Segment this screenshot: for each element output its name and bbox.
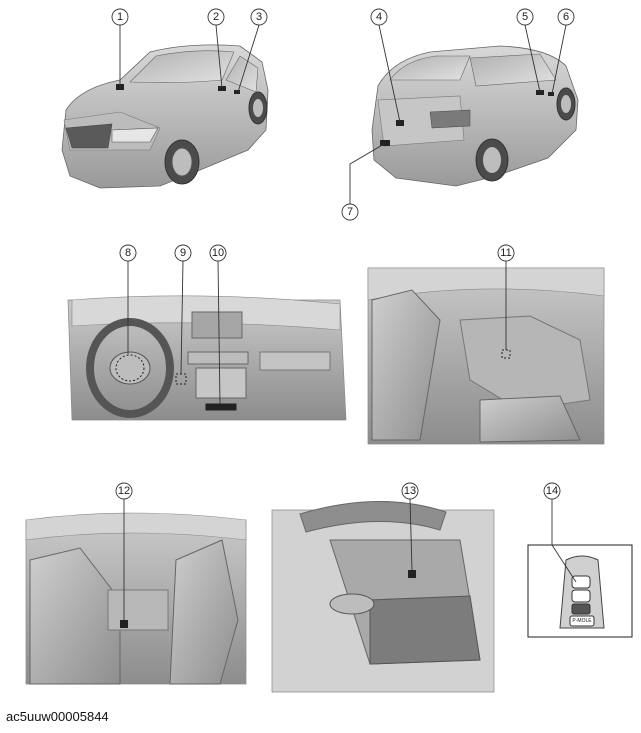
callout-6-label: 6 — [563, 11, 569, 23]
callout-3-label: 3 — [256, 11, 262, 23]
key-fob-label: P-MOLE — [572, 618, 592, 624]
figure-reference-code: ac5uuw00005844 — [6, 709, 109, 724]
key-fob-panel: P-MOLE — [527, 544, 633, 638]
dashboard-view — [67, 295, 347, 421]
callout-3: 3 — [250, 8, 268, 26]
callout-7: 7 — [341, 203, 359, 221]
callout-1-label: 1 — [117, 11, 123, 23]
callout-2-label: 2 — [213, 11, 219, 23]
front-interior-view — [367, 267, 605, 445]
callout-8: 8 — [119, 244, 137, 262]
cargo-area-view — [271, 500, 495, 693]
callout-6: 6 — [557, 8, 575, 26]
callout-7-label: 7 — [347, 206, 353, 218]
callout-9: 9 — [174, 244, 192, 262]
callout-11: 11 — [497, 244, 515, 262]
callout-13: 13 — [401, 482, 419, 500]
callout-9-label: 9 — [180, 247, 186, 259]
callout-5: 5 — [516, 8, 534, 26]
callout-4: 4 — [370, 8, 388, 26]
callout-2: 2 — [207, 8, 225, 26]
callout-1: 1 — [111, 8, 129, 26]
rear-car-view — [371, 45, 579, 187]
rear-seat-view — [25, 512, 247, 685]
callout-12: 12 — [115, 482, 133, 500]
callout-10-label: 10 — [212, 247, 224, 259]
callout-14-label: 14 — [546, 485, 558, 497]
front-car-view — [61, 44, 269, 189]
callout-12-label: 12 — [118, 485, 130, 497]
callout-4-label: 4 — [376, 11, 382, 23]
callout-11-label: 11 — [500, 247, 511, 259]
callout-8-label: 8 — [125, 247, 131, 259]
callout-14: 14 — [543, 482, 561, 500]
callout-5-label: 5 — [522, 11, 528, 23]
leader-lines — [119, 24, 577, 620]
callout-10: 10 — [209, 244, 227, 262]
callout-13-label: 13 — [404, 485, 416, 497]
